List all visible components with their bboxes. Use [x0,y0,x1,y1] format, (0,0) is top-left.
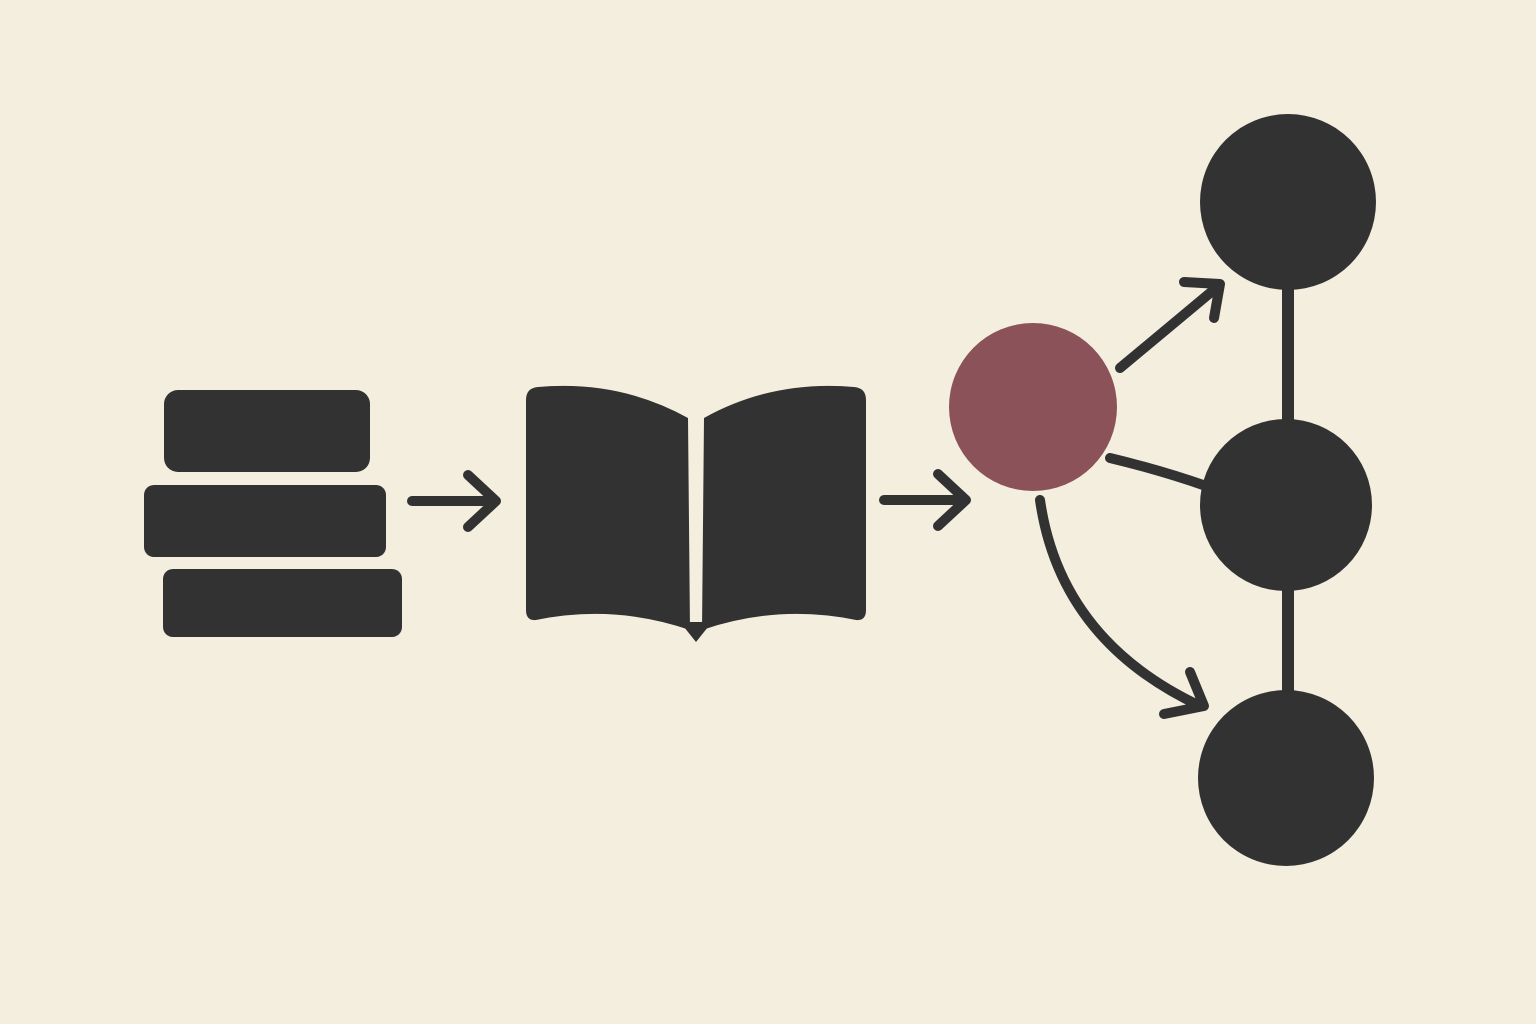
book-bottom-spine [680,622,712,642]
arrow-hub-to-top [1115,277,1225,373]
circle-node-middle-icon [1200,419,1372,591]
circle-node-top-icon [1200,114,1376,290]
open-book-icon [526,385,866,642]
book-left-page [526,385,690,630]
accent-circle-icon [949,323,1117,491]
stack-bar-bottom [163,569,402,637]
book-right-page [702,385,866,630]
arrow-stack-to-book [407,470,501,532]
stack-bar-top [164,390,370,472]
arrow-hub-to-bottom [1035,495,1209,719]
arrow-book-to-hub [879,469,971,531]
stacked-bars-icon [144,390,402,637]
stack-bar-middle [144,485,386,557]
circle-node-bottom-icon [1198,690,1374,866]
edge-hub-to-middle [1105,453,1211,491]
